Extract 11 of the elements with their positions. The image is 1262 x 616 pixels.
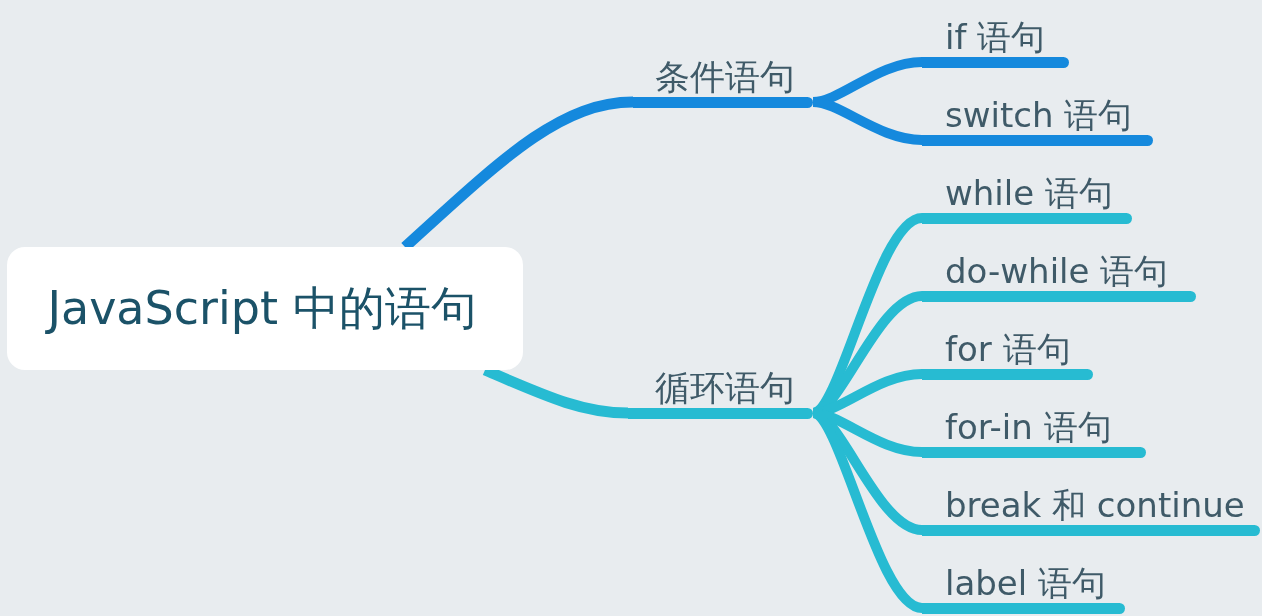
subtopic-label: for-in 语句 (922, 406, 1146, 458)
subtopic-label: do-while 语句 (922, 250, 1196, 302)
central-topic-box: JavaScript 中的语句 (7, 247, 523, 370)
subtopic-label: break 和 continue (922, 484, 1260, 536)
topic-label: 条件语句 (633, 56, 813, 108)
subtopic-label: switch 语句 (922, 94, 1153, 146)
subtopic-label: for 语句 (922, 328, 1093, 380)
subtopic-label: label 语句 (922, 562, 1125, 614)
topic-label: 循环语句 (628, 367, 813, 419)
subtopic-label: if 语句 (922, 16, 1069, 68)
subtopic-label: while 语句 (922, 172, 1132, 224)
